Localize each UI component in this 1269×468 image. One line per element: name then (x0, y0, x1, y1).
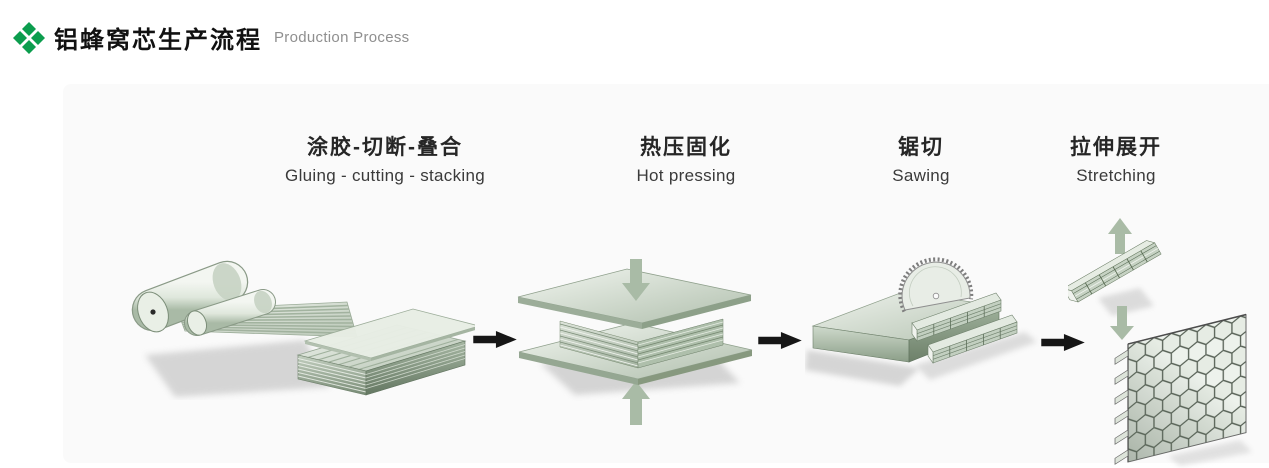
stage-label-stretching: 拉伸展开 Stretching (1070, 131, 1162, 186)
stage-label-en: Gluing - cutting - stacking (285, 166, 485, 185)
press-down-arrow-icon (622, 259, 650, 301)
honeycomb-edge-tabs (1114, 349, 1129, 465)
stage-label-sawing: 锯切 Sawing (892, 131, 950, 186)
right-arrow-icon (758, 332, 802, 349)
stage-label-zh: 热压固化 (639, 136, 732, 159)
shadow (1098, 288, 1154, 316)
shadow (1168, 440, 1252, 466)
press-up-arrow-icon (622, 381, 650, 425)
shadow (145, 340, 330, 397)
circular-saw-cutting-block-illustration (805, 257, 1037, 386)
page-title-en: Production Process (274, 29, 410, 46)
roll-core-dot (150, 309, 156, 315)
page-title-zh: 铝蜂窝芯生产流程 (54, 27, 262, 54)
layered-stack (559, 318, 724, 369)
shadow (805, 350, 920, 386)
large-foil-roll (131, 260, 249, 333)
top-cover-sheet (303, 308, 475, 361)
stacked-sheets-block (296, 308, 475, 396)
circular-saw-blade-icon (898, 257, 974, 313)
stage-label-zh: 涂胶-切断-叠合 (307, 136, 463, 159)
stretch-up-arrow-icon (1108, 218, 1132, 254)
four-diamonds-icon (13, 21, 45, 54)
stage-label-en: Stretching (1076, 166, 1156, 185)
strip-expanded-to-honeycomb-illustration (1068, 218, 1252, 466)
stretch-down-arrow-icon (1110, 306, 1134, 340)
press-plates-with-stack-illustration (517, 259, 753, 425)
stage-label-gluing: 涂胶-切断-叠合 Gluing - cutting - stacking (285, 131, 485, 186)
diagram-panel (63, 84, 1269, 463)
stage-label-en: Hot pressing (636, 166, 736, 185)
shadow (915, 332, 1037, 380)
stage-label-en: Sawing (892, 166, 950, 185)
page-header: 铝蜂窝芯生产流程 Production Process (12, 20, 409, 55)
stage-label-zh: 锯切 (898, 136, 944, 159)
honeycomb-panel (1114, 313, 1247, 465)
stage-label-zh: 拉伸展开 (1070, 136, 1162, 159)
small-foil-roll (184, 289, 276, 336)
stage-label-hot-pressing: 热压固化 Hot pressing (636, 131, 735, 186)
cut-strip (927, 314, 1018, 364)
right-arrow-icon (1041, 334, 1085, 351)
cut-strip (911, 292, 1002, 342)
foil-rolls-sheet-and-stack-illustration (131, 260, 475, 397)
honeycomb-strip (1068, 240, 1162, 303)
right-arrow-icon (473, 331, 517, 348)
